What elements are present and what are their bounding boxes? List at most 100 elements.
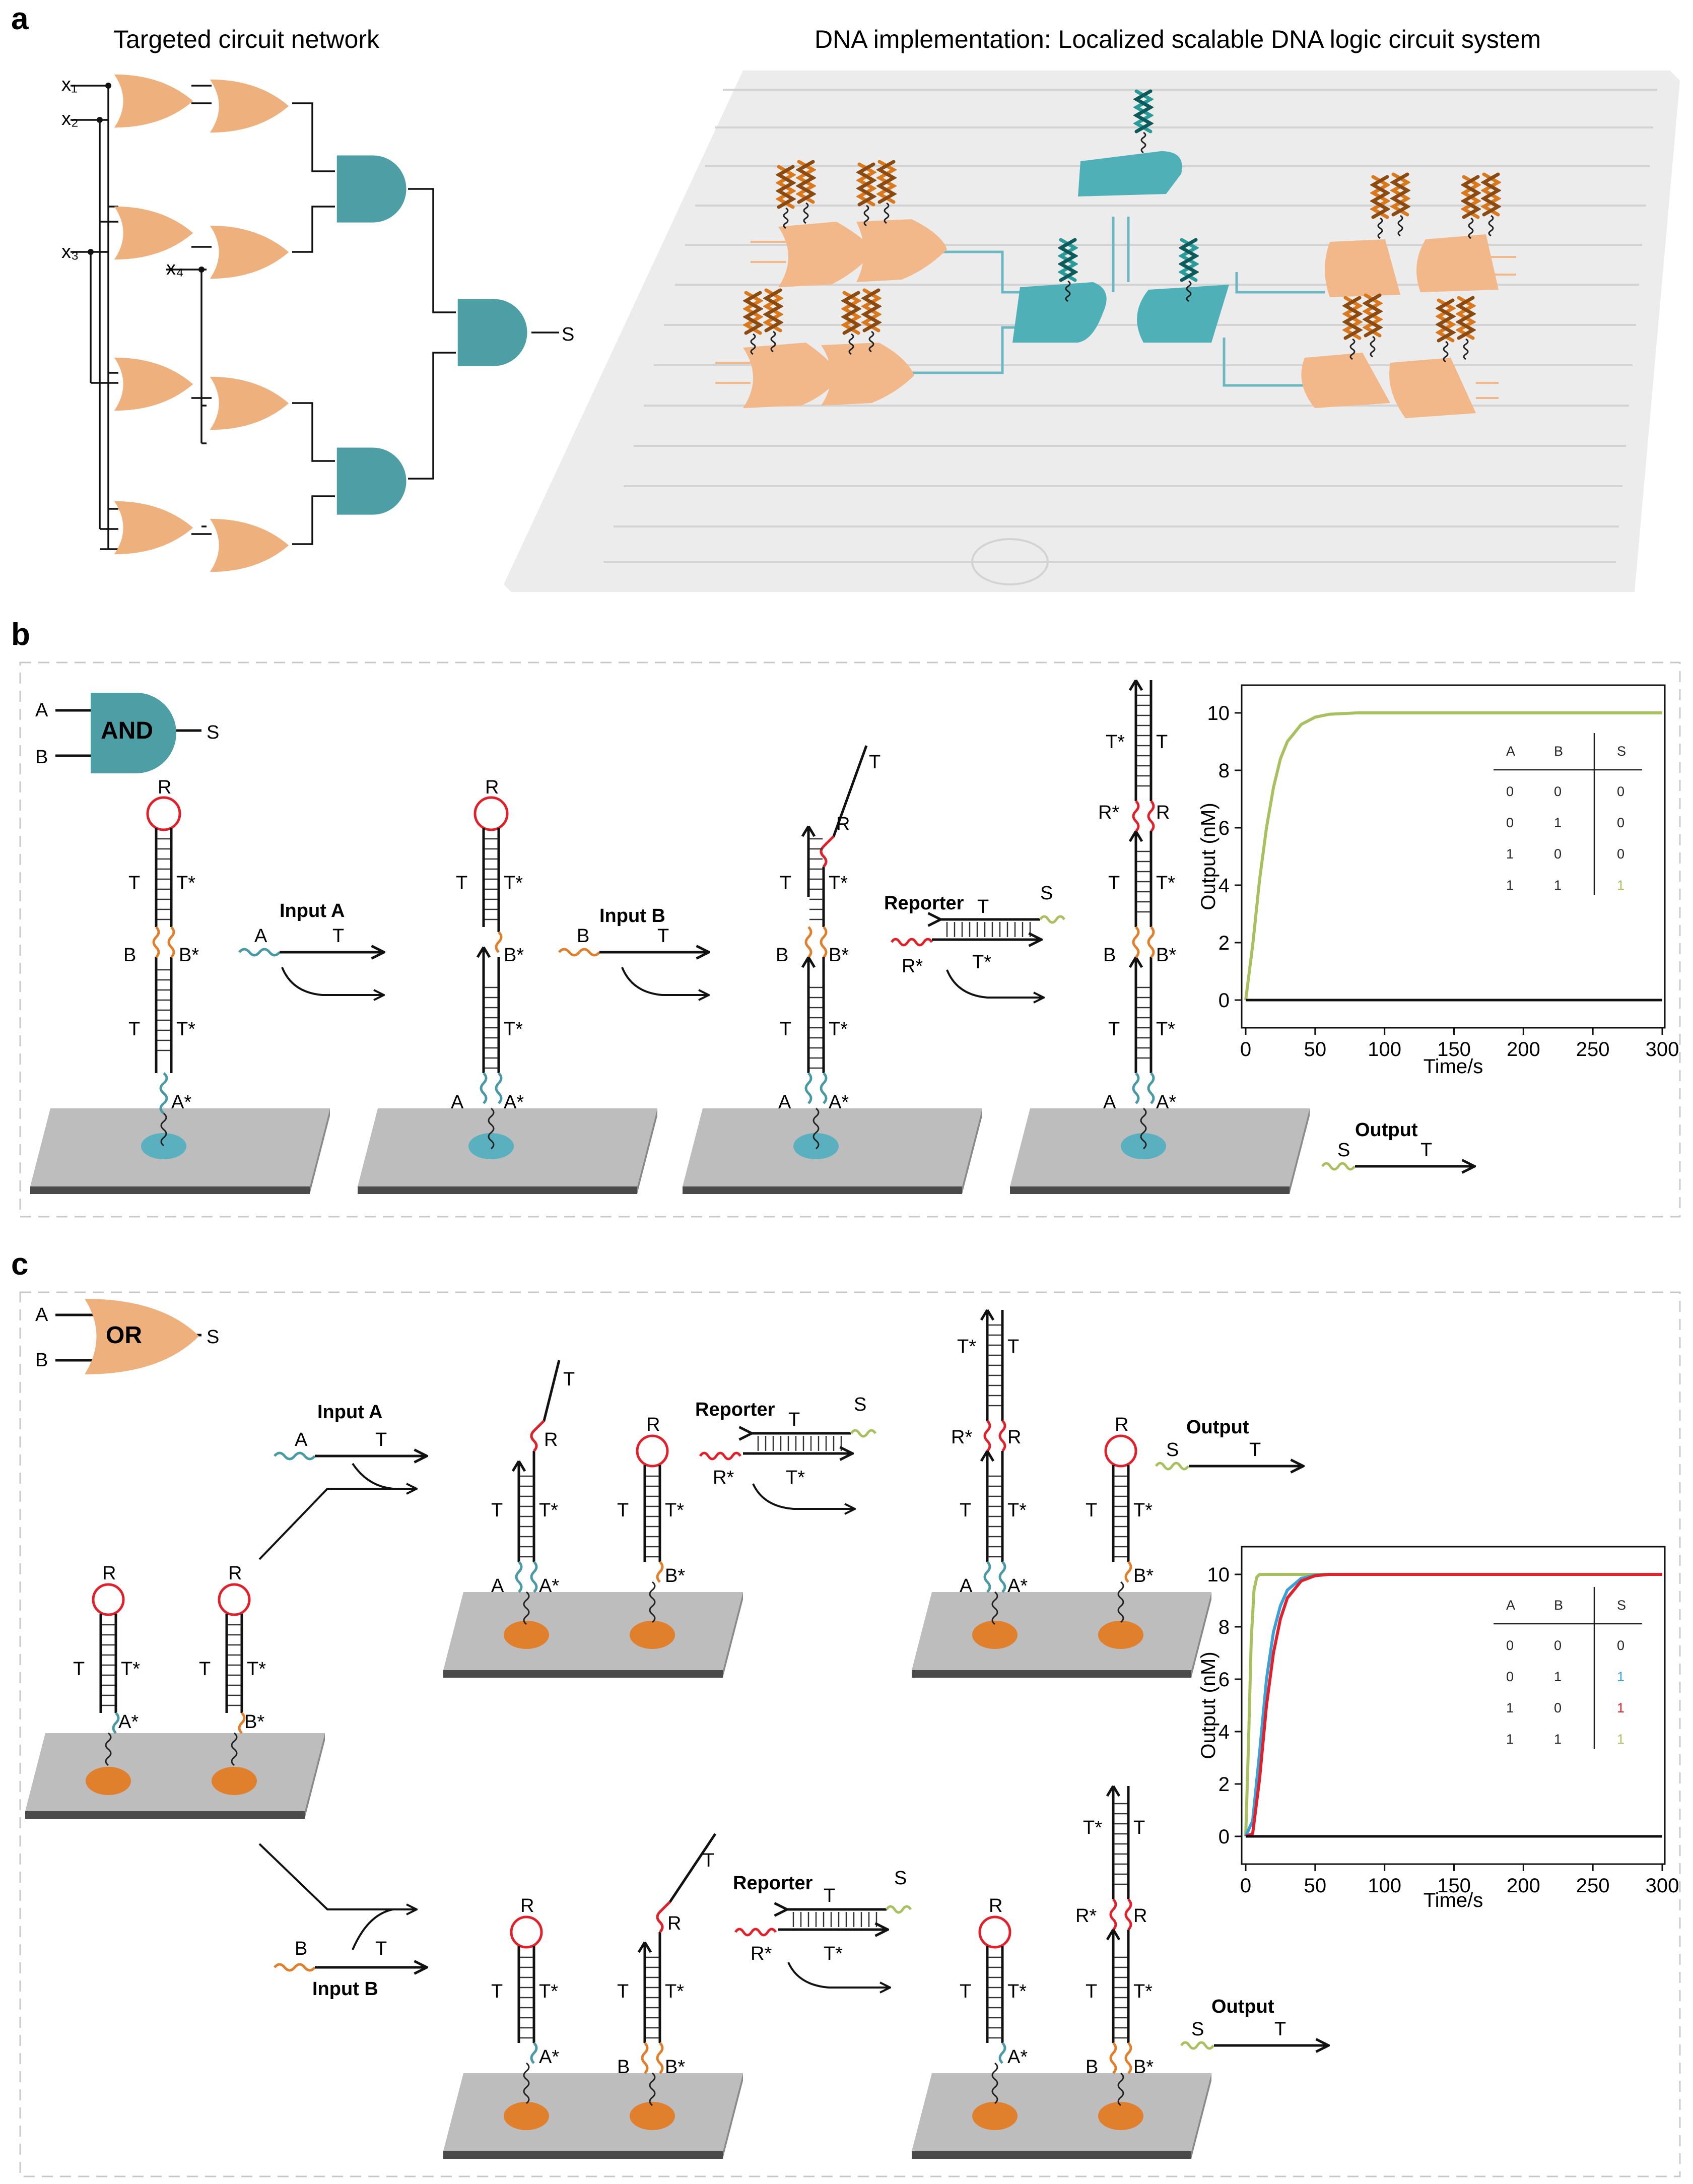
or-gate-3 bbox=[114, 357, 193, 411]
svg-text:T: T bbox=[1108, 1019, 1120, 1040]
svg-text:R: R bbox=[1007, 1427, 1021, 1448]
svg-text:T: T bbox=[960, 1500, 971, 1521]
svg-text:T*: T* bbox=[824, 1943, 843, 1964]
truth-table-cell: 0 bbox=[1506, 815, 1514, 830]
chart-c-xlabel: Time/s bbox=[1424, 1889, 1483, 1911]
svg-text:A*: A* bbox=[1156, 1092, 1176, 1113]
svg-text:S: S bbox=[854, 1394, 866, 1415]
svg-text:T*: T* bbox=[1106, 732, 1125, 753]
truth-table-cell: 0 bbox=[1554, 1638, 1562, 1653]
chart-b-xlabel: Time/s bbox=[1424, 1055, 1483, 1078]
svg-text:R*: R* bbox=[1098, 802, 1119, 823]
y-tick-label: 8 bbox=[1218, 760, 1230, 782]
svg-text:B*: B* bbox=[1156, 945, 1176, 966]
x-tick-label: 0 bbox=[1240, 1875, 1251, 1897]
svg-text:A*: A* bbox=[171, 1092, 191, 1113]
and-input-a: A bbox=[35, 700, 48, 721]
input-x3: x₃ bbox=[61, 241, 79, 262]
svg-text:A: A bbox=[1103, 1092, 1116, 1113]
svg-text:T*: T* bbox=[504, 1019, 523, 1040]
svg-text:Output: Output bbox=[1355, 1119, 1418, 1141]
svg-text:T*: T* bbox=[1133, 1981, 1153, 2002]
input-x1: x₁ bbox=[61, 74, 78, 95]
svg-text:T*: T* bbox=[176, 873, 195, 894]
svg-text:A: A bbox=[254, 925, 267, 947]
truth-table-cell: 1 bbox=[1554, 1669, 1562, 1684]
step-c-input-a: Input A A T bbox=[274, 1402, 426, 1490]
svg-text:T: T bbox=[1249, 1439, 1261, 1461]
series-line-0 bbox=[1244, 1573, 1662, 1837]
svg-text:R*: R* bbox=[951, 1427, 972, 1448]
svg-text:Input A: Input A bbox=[317, 1402, 382, 1423]
y-tick-label: 4 bbox=[1218, 1721, 1230, 1743]
svg-text:A: A bbox=[960, 1575, 973, 1597]
step-c-output-bottom: Output S T bbox=[1180, 1996, 1327, 2048]
circuit-junction-dots bbox=[88, 83, 205, 273]
and-output-s: S bbox=[207, 722, 219, 743]
svg-text:T: T bbox=[780, 873, 791, 894]
svg-text:A*: A* bbox=[829, 1092, 849, 1113]
hairpin-b1 bbox=[146, 796, 181, 1147]
svg-text:A*: A* bbox=[539, 2046, 559, 2068]
svg-text:T*: T* bbox=[957, 1336, 976, 1357]
panel-a-left-title: Targeted circuit network bbox=[113, 25, 380, 53]
y-tick-label: 2 bbox=[1218, 1773, 1230, 1796]
y-tick-label: 0 bbox=[1218, 989, 1230, 1012]
svg-text:T*: T* bbox=[1156, 873, 1175, 894]
svg-text:B: B bbox=[1103, 945, 1116, 966]
svg-text:T*: T* bbox=[539, 1981, 558, 2002]
or-output-s: S bbox=[207, 1327, 219, 1348]
truth-table-header: B bbox=[1554, 744, 1563, 759]
y-tick-label: 8 bbox=[1218, 1616, 1230, 1638]
x-tick-label: 50 bbox=[1304, 1875, 1327, 1897]
svg-text:T: T bbox=[128, 1019, 140, 1040]
svg-text:T*: T* bbox=[1133, 1500, 1153, 1521]
svg-text:A*: A* bbox=[1007, 2046, 1028, 2068]
svg-text:T*: T* bbox=[539, 1500, 558, 1521]
x-tick-label: 200 bbox=[1507, 1038, 1540, 1061]
svg-text:B*: B* bbox=[504, 945, 524, 966]
x-tick-label: 200 bbox=[1507, 1875, 1540, 1897]
svg-text:T*: T* bbox=[1007, 1500, 1027, 1521]
chart-c-frame bbox=[1241, 1546, 1666, 1865]
svg-text:A*: A* bbox=[1007, 1575, 1028, 1597]
svg-text:B*: B* bbox=[179, 945, 199, 966]
svg-text:R: R bbox=[228, 1563, 242, 1584]
input-x4: x₄ bbox=[166, 258, 184, 279]
svg-text:T: T bbox=[617, 1981, 629, 2002]
chart-c-ylabel: Output (nM) bbox=[1197, 1651, 1220, 1759]
svg-text:T*: T* bbox=[786, 1467, 805, 1488]
svg-text:T: T bbox=[788, 1409, 800, 1430]
truth-table-cell: 1 bbox=[1554, 1732, 1562, 1747]
branch-up-line bbox=[258, 1489, 416, 1560]
svg-text:T*: T* bbox=[665, 1500, 684, 1521]
svg-text:T*: T* bbox=[1156, 1019, 1175, 1040]
origami-and-gates bbox=[1012, 151, 1229, 343]
svg-text:A*: A* bbox=[118, 1711, 139, 1733]
svg-text:T: T bbox=[73, 1659, 85, 1680]
step-c-reporter-bottom: Reporter T S R* T* bbox=[733, 1868, 912, 1988]
truth-table-cell: 0 bbox=[1506, 784, 1514, 799]
x-tick-label: 100 bbox=[1368, 1875, 1401, 1897]
y-tick-label: 0 bbox=[1218, 1826, 1230, 1848]
svg-text:A: A bbox=[491, 1575, 504, 1597]
chart-b-frame bbox=[1241, 684, 1666, 1029]
and-gate-label: AND bbox=[101, 717, 153, 744]
svg-text:T*: T* bbox=[1007, 1981, 1027, 2002]
circuit-wiring bbox=[71, 85, 559, 550]
svg-text:Input B: Input B bbox=[599, 905, 665, 926]
svg-text:A*: A* bbox=[504, 1092, 524, 1113]
svg-text:Input A: Input A bbox=[280, 900, 345, 921]
series-line-1 bbox=[1244, 1573, 1662, 1837]
step-c-reporter-top: Reporter T S R* T* bbox=[695, 1394, 877, 1509]
svg-text:T: T bbox=[375, 1429, 387, 1450]
step-input-b: Input B B T bbox=[558, 905, 708, 995]
and-gate-final bbox=[457, 299, 527, 366]
step-c-output-top: Output S T bbox=[1155, 1417, 1302, 1469]
x-tick-label: 50 bbox=[1304, 1038, 1327, 1061]
svg-text:T: T bbox=[563, 1369, 575, 1390]
hairpin-b4 bbox=[1128, 679, 1155, 1150]
truth-table-cell: 1 bbox=[1506, 846, 1514, 862]
panel-b-domain-labels: R R T T* B B* T T* A* T T* B* T* A A* T … bbox=[123, 732, 1176, 1113]
